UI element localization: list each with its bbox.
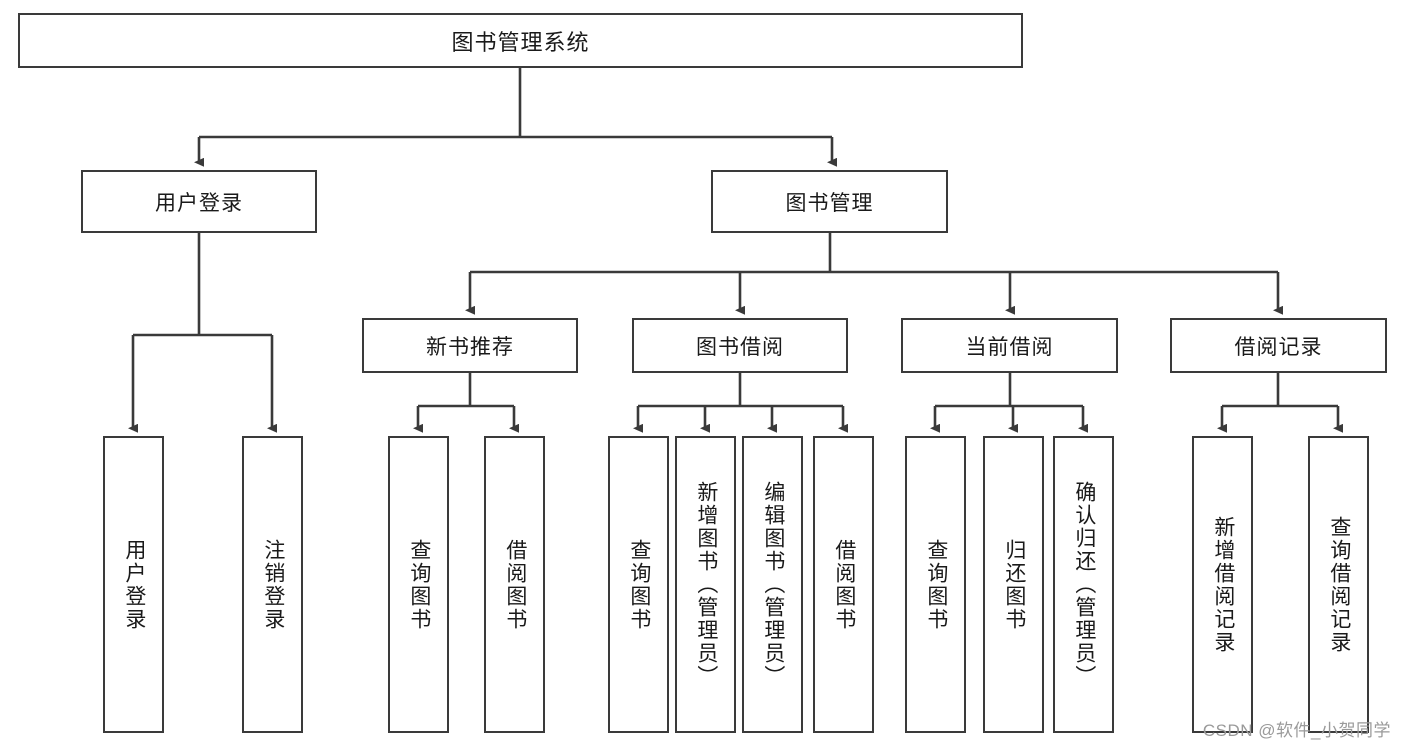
node-leaf-query-book-1[interactable]: 查询图书	[388, 436, 449, 733]
node-label: 查询图书	[627, 538, 651, 631]
node-label: 查询图书	[407, 538, 431, 631]
node-leaf-borrow-book-2[interactable]: 借阅图书	[813, 436, 874, 733]
node-label: 当前借阅	[965, 335, 1054, 359]
node-borrow-record[interactable]: 借阅记录	[1170, 318, 1387, 373]
node-label: 新增借阅记录	[1211, 515, 1235, 654]
node-leaf-borrow-book-1[interactable]: 借阅图书	[484, 436, 545, 733]
node-label: 确认归还（管理员）	[1072, 481, 1096, 688]
node-leaf-add-book[interactable]: 新增图书（管理员）	[675, 436, 736, 733]
node-book-borrow[interactable]: 图书借阅	[632, 318, 848, 373]
node-leaf-logout-login[interactable]: 注销登录	[242, 436, 303, 733]
node-label: 新书推荐	[426, 335, 514, 359]
node-label: 用户登录	[155, 191, 243, 215]
node-label: 图书管理系统	[451, 29, 590, 55]
node-label: 图书借阅	[696, 335, 784, 359]
node-label: 新增图书（管理员）	[694, 481, 718, 688]
node-leaf-edit-book[interactable]: 编辑图书（管理员）	[742, 436, 803, 733]
node-leaf-query-book-2[interactable]: 查询图书	[608, 436, 669, 733]
watermark: CSDN @软件_小贺同学	[1202, 721, 1391, 740]
node-leaf-query-record[interactable]: 查询借阅记录	[1308, 436, 1369, 733]
node-label: 借阅图书	[503, 538, 527, 631]
node-leaf-confirm-return[interactable]: 确认归还（管理员）	[1053, 436, 1114, 733]
node-book-management[interactable]: 图书管理	[711, 170, 948, 233]
node-label: 借阅图书	[832, 538, 856, 631]
node-label: 归还图书	[1002, 538, 1026, 631]
node-label: 编辑图书（管理员）	[761, 481, 785, 688]
node-label: 查询图书	[924, 538, 948, 631]
node-leaf-query-book-3[interactable]: 查询图书	[905, 436, 966, 733]
node-leaf-user-login[interactable]: 用户登录	[103, 436, 164, 733]
node-label: 图书管理	[785, 191, 874, 215]
node-current-borrow[interactable]: 当前借阅	[901, 318, 1118, 373]
node-leaf-add-record[interactable]: 新增借阅记录	[1192, 436, 1253, 733]
node-label: 查询借阅记录	[1327, 515, 1351, 654]
node-root-book-management-system[interactable]: 图书管理系统	[18, 13, 1023, 68]
node-label: 用户登录	[122, 538, 146, 631]
node-label: 借阅记录	[1234, 335, 1323, 359]
node-leaf-return-book[interactable]: 归还图书	[983, 436, 1044, 733]
node-new-book-recommend[interactable]: 新书推荐	[362, 318, 578, 373]
node-label: 注销登录	[261, 538, 285, 631]
node-user-login[interactable]: 用户登录	[81, 170, 317, 233]
